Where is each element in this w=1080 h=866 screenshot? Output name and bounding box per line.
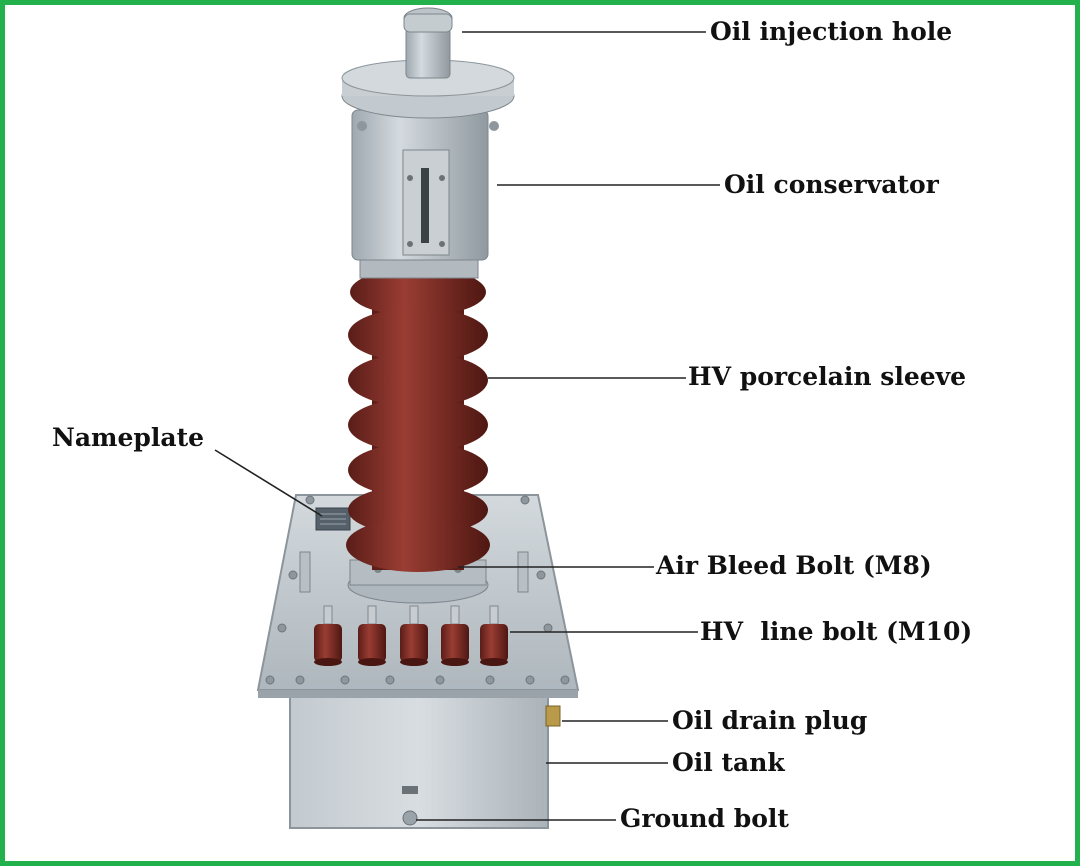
- ground-bolt: [402, 786, 418, 826]
- leader-nameplate: [214, 449, 323, 517]
- label-oil-injection-hole: Oil injection hole: [710, 17, 953, 46]
- label-hv-line-bolt: HV line bolt (M10): [700, 617, 973, 646]
- label-air-bleed-bolt: Air Bleed Bolt (M8): [656, 551, 932, 580]
- label-oil-conservator: Oil conservator: [724, 170, 939, 199]
- leader-lines: [214, 31, 720, 821]
- oil-injection-cap: [403, 7, 453, 79]
- nameplate-plate: [315, 507, 351, 531]
- label-oil-tank: Oil tank: [672, 748, 785, 777]
- label-oil-drain-plug: Oil drain plug: [672, 706, 868, 735]
- hv-line-bolts: [314, 605, 508, 666]
- perimeter-bolts: [265, 495, 570, 685]
- oil-tank: [289, 689, 549, 829]
- oil-conservator-body: [341, 59, 515, 279]
- label-nameplate: Nameplate: [52, 423, 205, 452]
- oil-drain-plug: [545, 705, 561, 727]
- porcelain-sleeve: [346, 268, 490, 572]
- label-hv-porcelain-sleeve: HV porcelain sleeve: [688, 362, 967, 391]
- label-ground-bolt: Ground bolt: [620, 804, 789, 833]
